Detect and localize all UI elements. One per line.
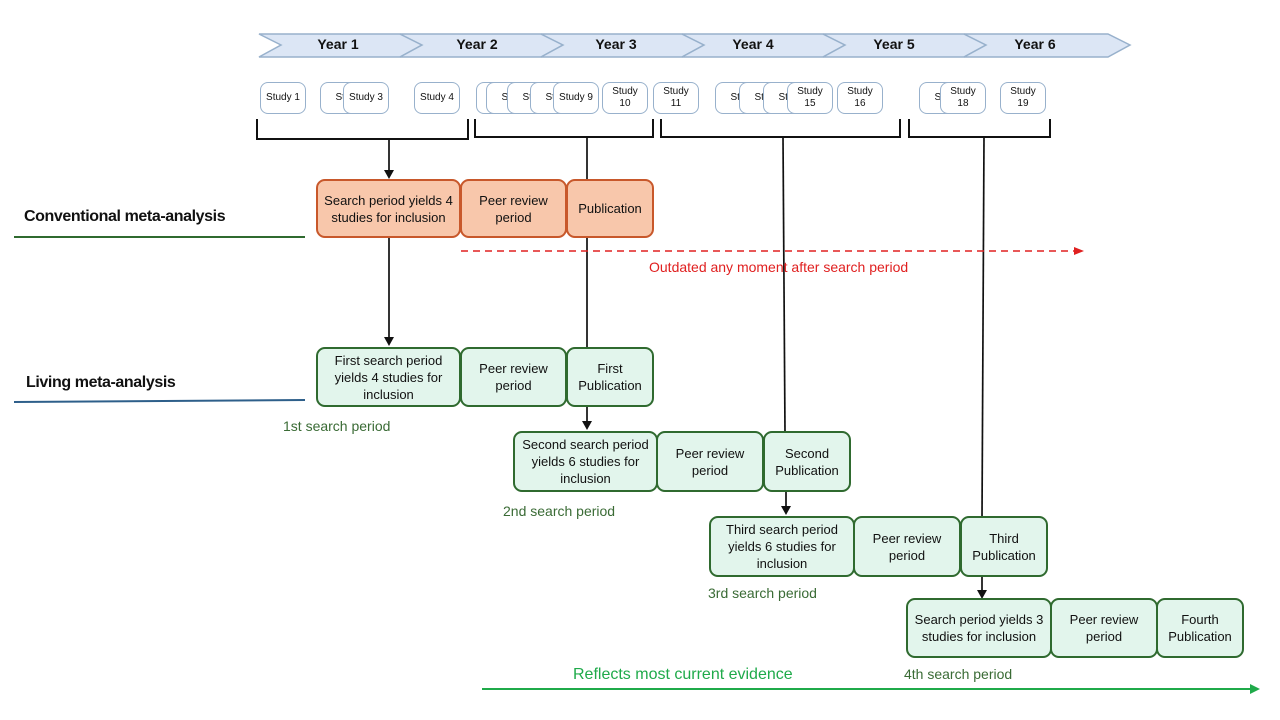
living-search-box-4: Search period yields 3 studies for inclu…: [906, 598, 1052, 658]
conventional-peer-review-box: Peer review period: [460, 179, 567, 238]
living-search-box-2: Second search period yields 6 studies fo…: [513, 431, 658, 492]
living-peer-review-box-3: Peer review period: [853, 516, 961, 577]
outdated-arrowhead: [1074, 247, 1084, 255]
bracket: [256, 119, 469, 140]
study-box: Study 19: [1000, 82, 1046, 114]
study-box: Study 3: [343, 82, 389, 114]
year-chevron: [963, 33, 1132, 58]
conventional-row-label: Conventional meta-analysis: [24, 208, 226, 225]
living-underline: [13, 399, 306, 403]
study-box: Study 9: [553, 82, 599, 114]
bracket: [660, 119, 901, 138]
living-publication-box-4: Fourth Publication: [1156, 598, 1244, 658]
study-box: Study 1: [260, 82, 306, 114]
living-publication-box-2: Second Publication: [763, 431, 851, 492]
study-box: Study 10: [602, 82, 648, 114]
living-publication-box-1: First Publication: [566, 347, 654, 407]
year-label: Year 5: [873, 36, 915, 52]
living-row-label: Living meta-analysis: [26, 374, 176, 391]
year-label: Year 4: [732, 36, 774, 52]
search-period-label-2: 2nd search period: [503, 503, 616, 519]
living-peer-review-box-2: Peer review period: [656, 431, 764, 492]
study-box: Study 18: [940, 82, 986, 114]
bracket: [474, 119, 654, 138]
search-brackets: [256, 119, 1051, 140]
study-box: Study 15: [787, 82, 833, 114]
living-search-box-3: Third search period yields 6 studies for…: [709, 516, 855, 577]
year-label: Year 6: [1014, 36, 1056, 52]
conventional-search-box: Search period yields 4 studies for inclu…: [316, 179, 461, 238]
outdated-note: Outdated any moment after search period: [649, 259, 909, 275]
study-box: Study 11: [653, 82, 699, 114]
living-search-box-1: First search period yields 4 studies for…: [316, 347, 461, 407]
living-publication-box-3: Third Publication: [960, 516, 1048, 577]
search-period-label-3: 3rd search period: [708, 585, 817, 601]
arrowheads: [384, 170, 987, 599]
study-box: Study 16: [837, 82, 883, 114]
search-period-label-4: 4th search period: [904, 666, 1013, 682]
year-timeline: [258, 33, 1132, 58]
search-period-label-1: 1st search period: [283, 418, 391, 434]
current-evidence-arrowhead: [1250, 684, 1260, 694]
year-label: Year 3: [595, 36, 637, 52]
living-peer-review-box-1: Peer review period: [460, 347, 567, 407]
conventional-publication-box: Publication: [566, 179, 654, 238]
year-label: Year 1: [317, 36, 359, 52]
year-label: Year 2: [456, 36, 498, 52]
current-evidence-note: Reflects most current evidence: [573, 666, 793, 683]
study-box: Study 4: [414, 82, 460, 114]
connectors: [388, 136, 985, 592]
living-peer-review-box-4: Peer review period: [1050, 598, 1158, 658]
bracket: [908, 119, 1051, 138]
